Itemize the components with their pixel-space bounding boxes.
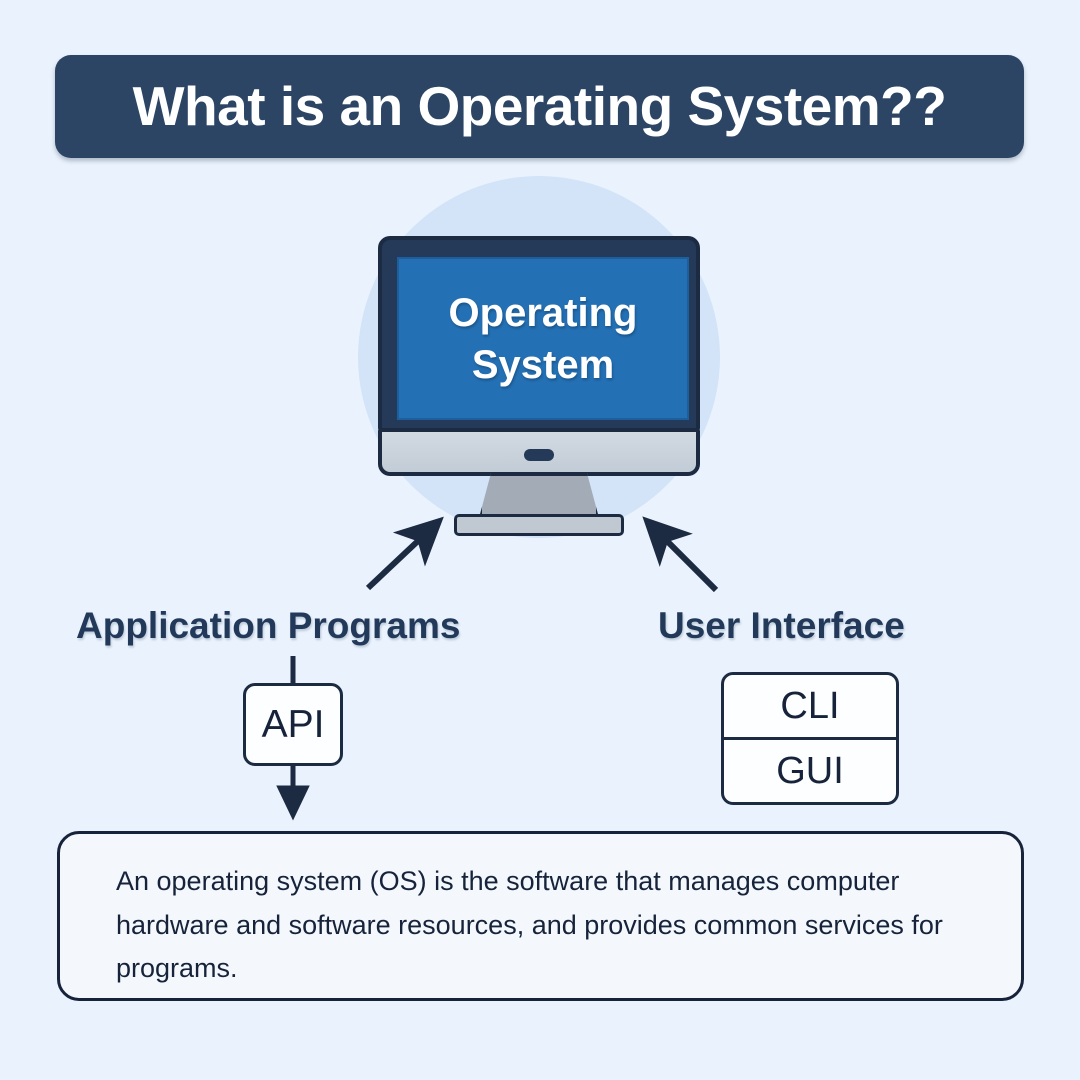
node-gui[interactable]: GUI xyxy=(724,737,896,802)
monitor-bezel: Operating System xyxy=(378,236,700,432)
arrow-application-programs-to-os xyxy=(365,516,444,591)
node-cli-label: CLI xyxy=(780,685,840,727)
monitor-screen-line-1: Operating xyxy=(448,290,638,335)
branch-label-user-interface: User Interface xyxy=(658,605,905,646)
monitor-base xyxy=(454,514,624,536)
monitor-screen: Operating System xyxy=(397,257,689,420)
node-api-label: API xyxy=(261,703,325,746)
page-title: What is an Operating System?? xyxy=(132,75,947,137)
node-user-interface-options[interactable]: CLI GUI xyxy=(721,672,899,805)
arrow-user-interface-to-os xyxy=(642,516,719,593)
operating-system-monitor: Operating System xyxy=(378,236,700,536)
monitor-logo-icon xyxy=(524,449,554,461)
monitor-screen-line-2: System xyxy=(471,342,615,387)
title-banner: What is an Operating System?? xyxy=(55,55,1024,158)
monitor-chin-bar xyxy=(378,428,700,476)
node-gui-label: GUI xyxy=(776,750,844,792)
description-box: An operating system (OS) is the software… xyxy=(57,831,1024,1001)
node-api[interactable]: API xyxy=(243,683,343,766)
branch-label-application-programs: Application Programs xyxy=(76,605,461,646)
monitor-stand xyxy=(479,473,599,518)
description-text: An operating system (OS) is the software… xyxy=(116,866,943,984)
node-cli[interactable]: CLI xyxy=(724,675,896,737)
